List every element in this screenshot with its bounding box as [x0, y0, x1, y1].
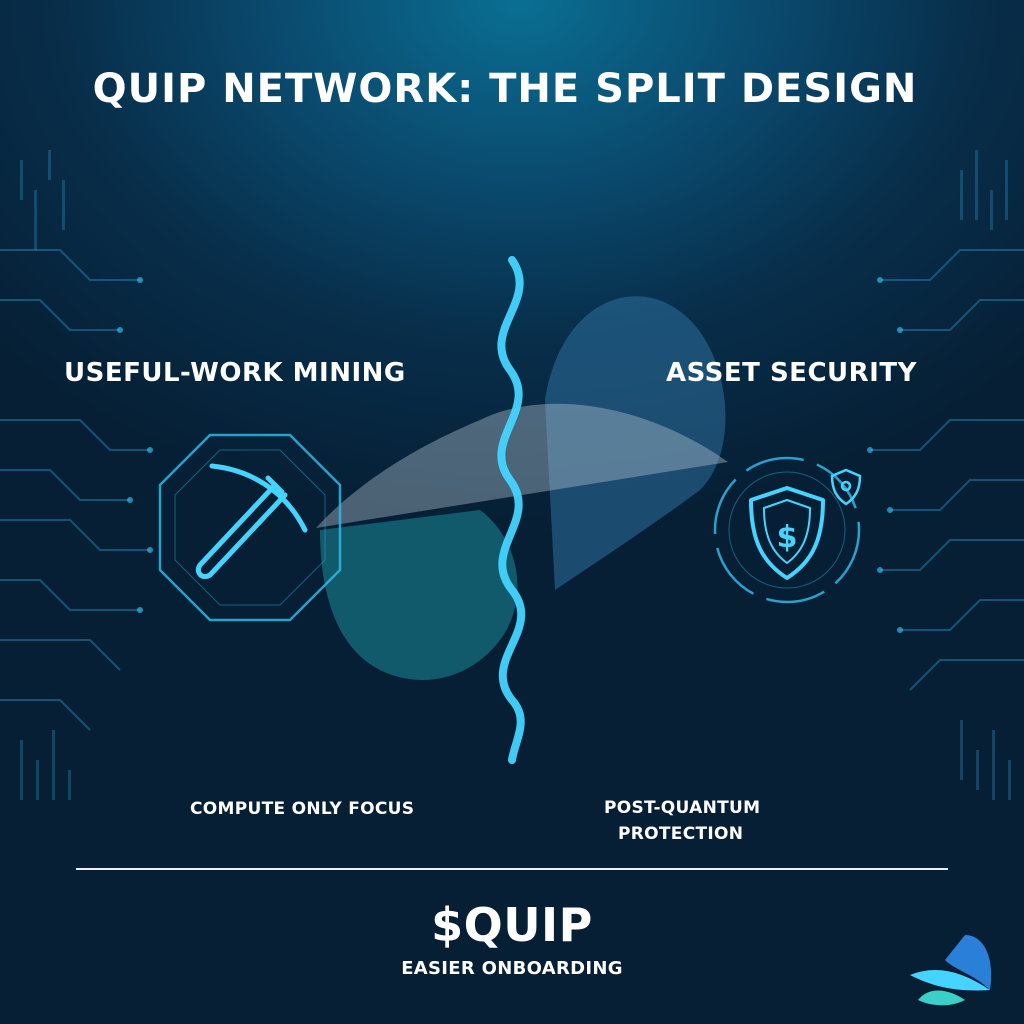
svg-text:$: $ [777, 520, 798, 555]
glowing-wave [497, 256, 526, 764]
mining-caption: COMPUTE ONLY FOCUS [190, 799, 415, 819]
translucent-teal-shape [320, 510, 518, 680]
page-title: QUIP NETWORK: THE SPLIT DESIGN [92, 66, 918, 112]
footer-divider [76, 868, 948, 870]
security-caption-line2: PROTECTION [618, 824, 744, 844]
security-title: ASSET SECURITY [666, 358, 917, 388]
mining-title: USEFUL-WORK MINING [64, 358, 406, 388]
security-caption-line1: POST-QUANTUM [604, 798, 761, 818]
translucent-blue-shape [545, 296, 726, 590]
translucent-light-band [316, 403, 728, 528]
tagline: EASIER ONBOARDING [401, 958, 623, 979]
token-ticker: $QUIP [431, 898, 593, 952]
security-caption: POST-QUANTUM PROTECTION [604, 795, 794, 847]
